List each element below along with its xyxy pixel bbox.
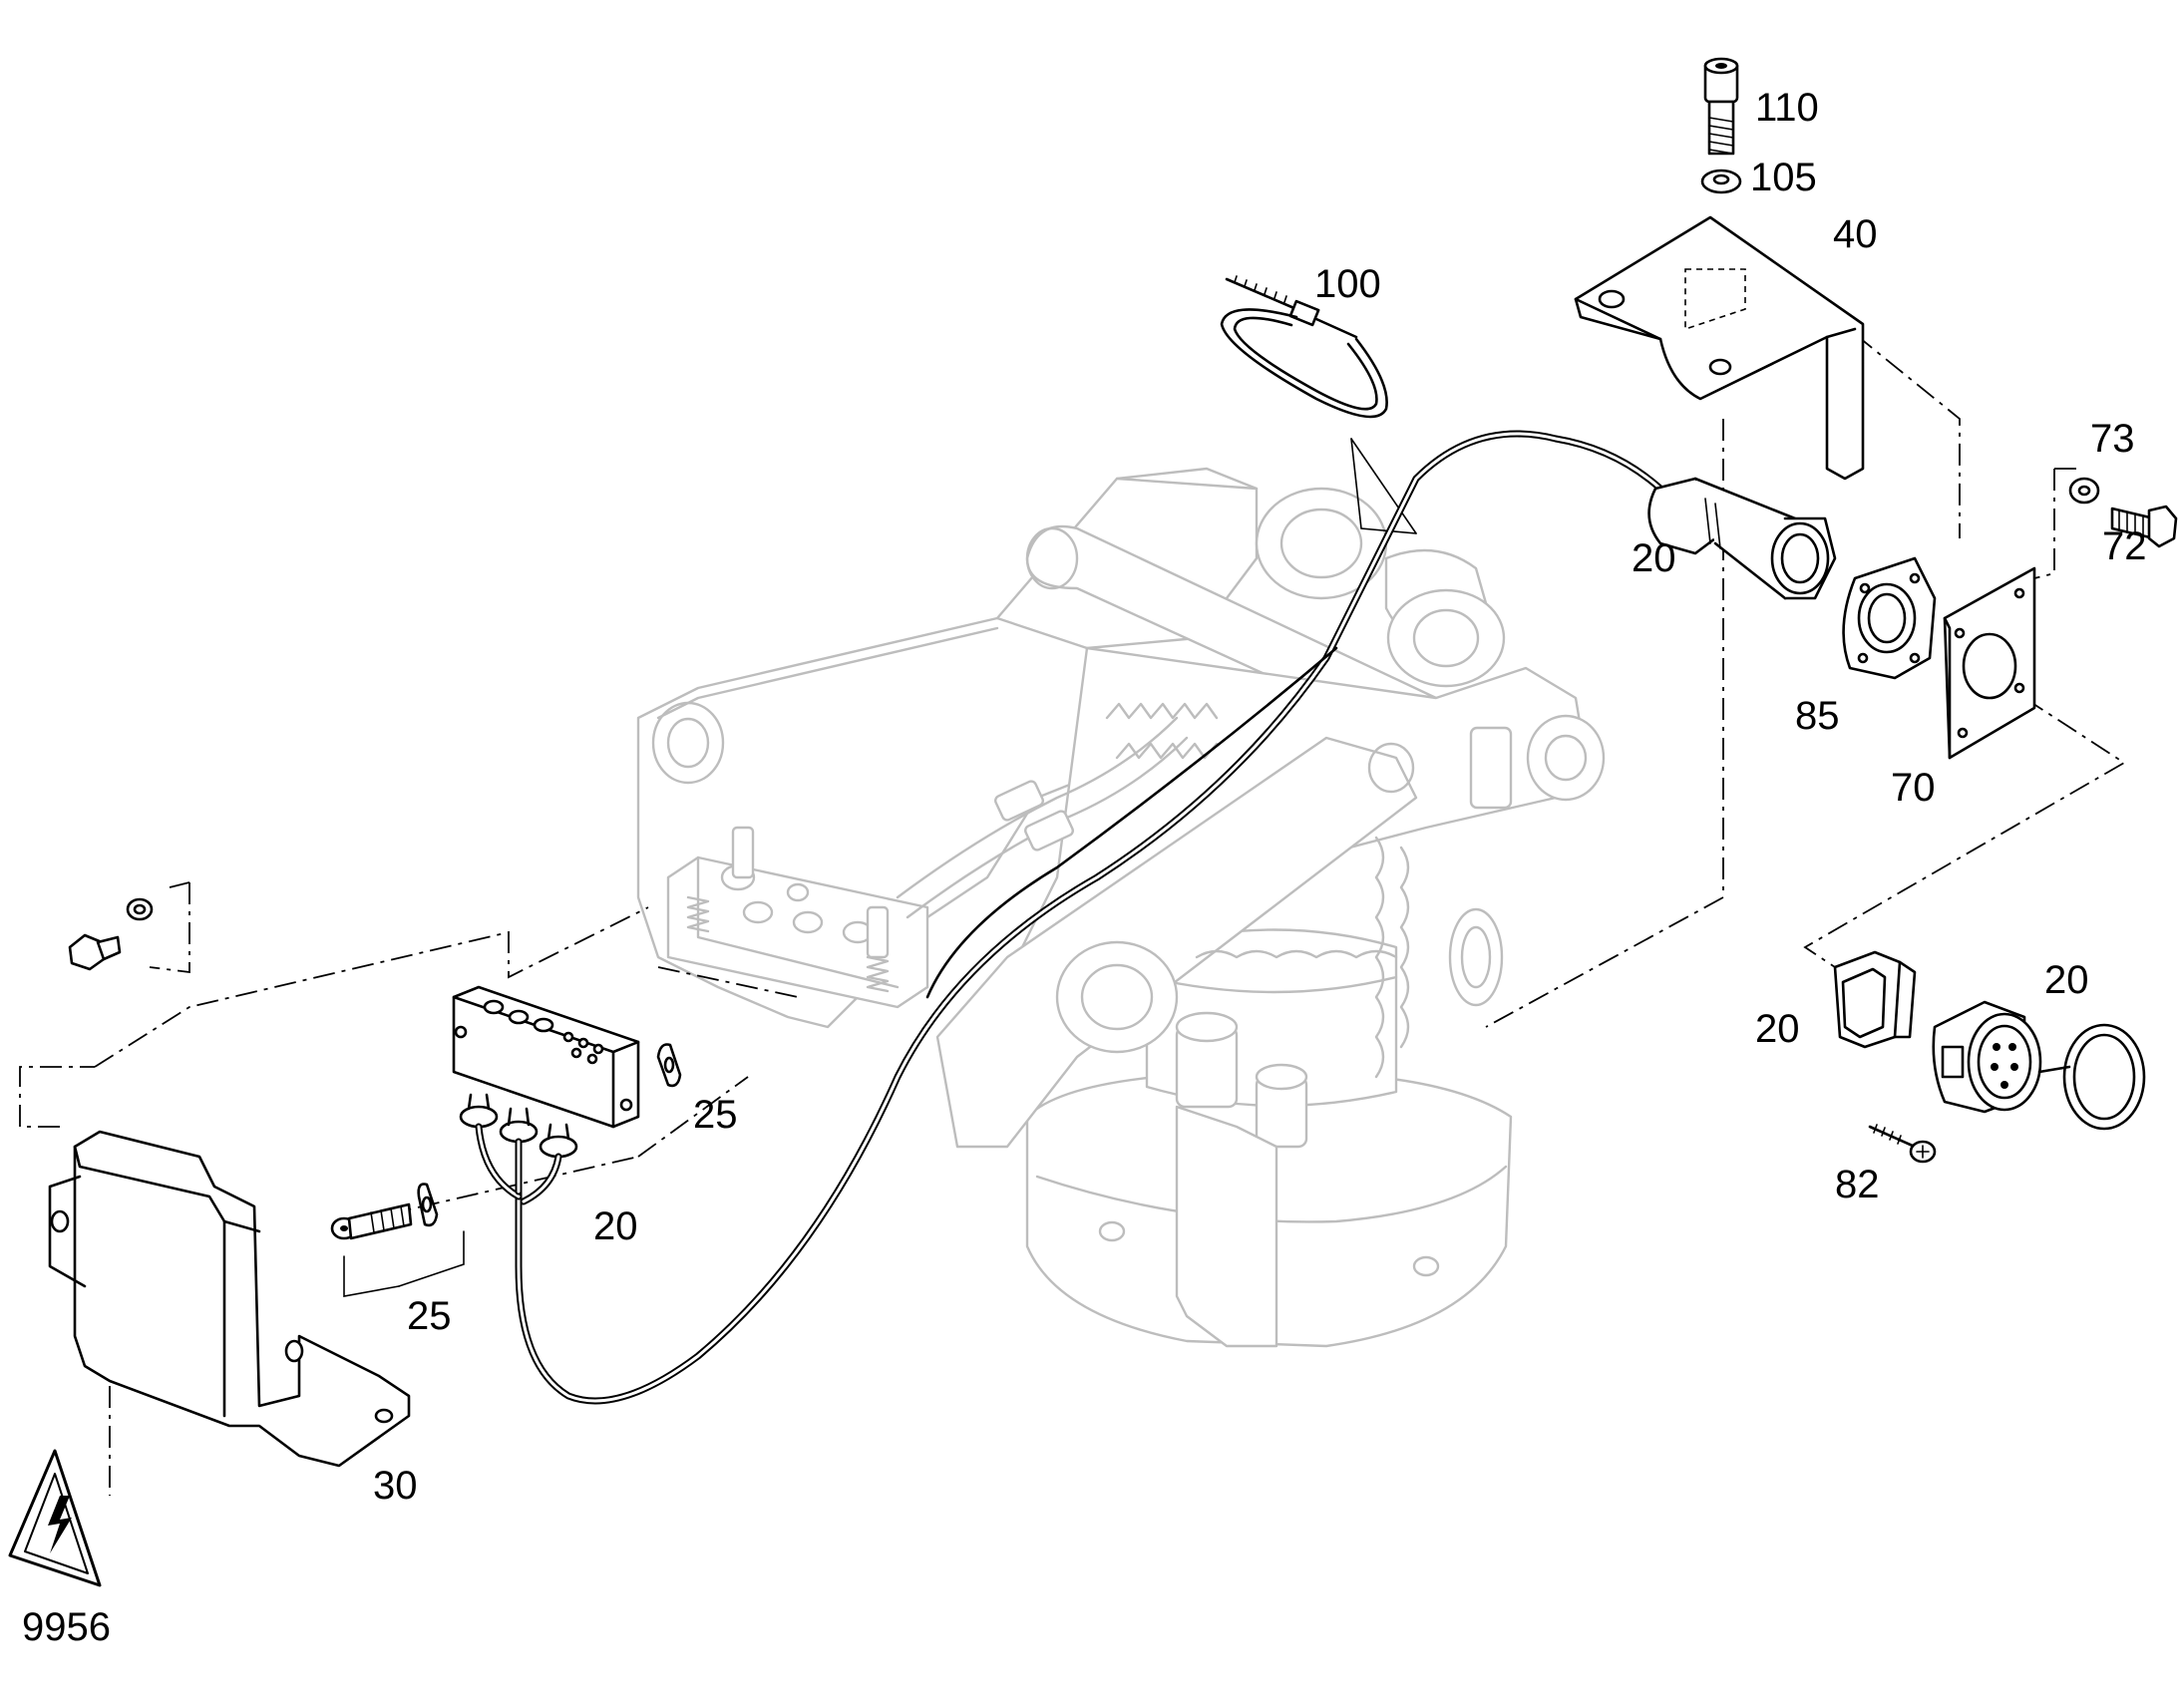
- part-100-cable-tie: [1220, 275, 1417, 534]
- callout-25-clip: 25: [693, 1093, 738, 1137]
- part-25-clip-upper: [656, 1043, 682, 1088]
- part-20-socket: [1932, 1000, 2146, 1131]
- part-85-gasket: [1842, 556, 1937, 680]
- callout-82: 82: [1835, 1163, 1880, 1206]
- callout-72: 72: [2102, 524, 2147, 568]
- part-25-screw-set: [330, 1183, 465, 1297]
- part-72-hex-screw: [2110, 505, 2178, 548]
- callout-20-block: 20: [593, 1204, 638, 1248]
- part-bolt-washer-loose: [68, 897, 154, 971]
- part-20-gasket-frame: [1833, 950, 1917, 1049]
- callout-100: 100: [1314, 262, 1381, 306]
- callout-110: 110: [1755, 86, 1819, 130]
- callout-70: 70: [1891, 766, 1936, 810]
- part-110-cap-screw: [1703, 57, 1739, 156]
- warning-triangle-icon: [8, 1449, 102, 1587]
- callout-25-screw: 25: [407, 1294, 452, 1338]
- part-105-washer: [1700, 169, 1742, 194]
- machine-ghost-assembly: [636, 467, 1606, 1348]
- part-30-cover: [48, 1130, 411, 1468]
- callout-30: 30: [373, 1464, 418, 1508]
- part-40-bracket: [1574, 215, 1865, 481]
- callout-20-socket: 20: [2044, 958, 2089, 1002]
- callout-20-gasket: 20: [1755, 1007, 1800, 1051]
- part-20-terminal-block: [452, 985, 640, 1205]
- part-20-cable-harness: [515, 430, 1837, 1405]
- part-70-mounting-plate: [1943, 566, 2036, 760]
- callout-85: 85: [1795, 694, 1840, 738]
- part-82-tapping-screw: [1868, 1124, 1937, 1164]
- part-73-washer: [2068, 477, 2100, 505]
- callout-105: 105: [1750, 156, 1817, 199]
- callout-40: 40: [1833, 212, 1878, 256]
- callout-20-cable: 20: [1632, 536, 1676, 580]
- callout-73: 73: [2090, 417, 2135, 461]
- callout-9956: 9956: [22, 1605, 111, 1649]
